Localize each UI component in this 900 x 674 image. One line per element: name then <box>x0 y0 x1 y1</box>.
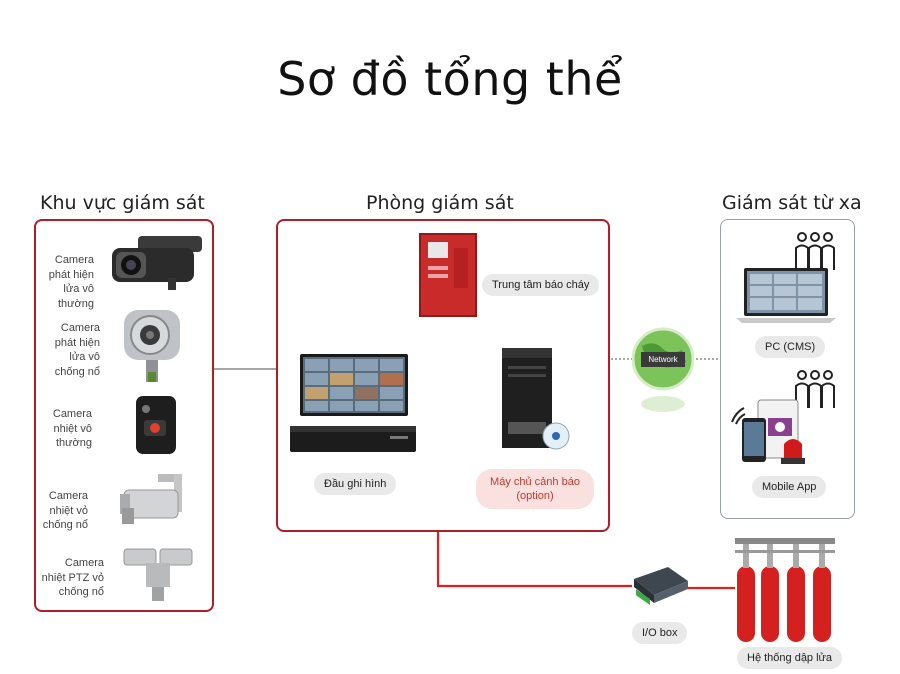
section-title-control-room: Phòng giám sát <box>366 192 514 214</box>
bullet-camera-icon <box>108 232 206 294</box>
camera-label-thermal-standard: Camera nhiệt vô thường <box>52 408 92 449</box>
pc-cms-label: PC (CMS) <box>755 336 826 358</box>
fire-center-label: Trung tâm báo cháy <box>482 274 600 296</box>
thermal-camera-icon <box>134 394 178 456</box>
fire-alarm-panel-icon <box>418 232 478 318</box>
alarm-server-tower-icon <box>500 344 570 452</box>
ptz-camera-icon <box>120 543 196 605</box>
alarm-siren-icon <box>780 432 806 466</box>
users-group-icon <box>790 230 840 274</box>
camera-label-fire-standard: Camera phát hiện lửa vô thường <box>48 254 94 310</box>
camera-label-thermal-ptz: Camera nhiệt PTZ vỏ chống nổ <box>41 557 104 598</box>
alarm-server-label: Máy chủ cảnh báo (option) <box>476 469 594 509</box>
io-box-label: I/O box <box>632 622 688 644</box>
monitoring-area-panel <box>34 219 214 612</box>
video-wall-monitor-icon <box>300 354 408 420</box>
alarm-server-label-line1: Máy chủ cảnh báo <box>490 476 580 488</box>
page-title: Sơ đồ tổng thể <box>277 52 623 106</box>
thermal-housing-camera-icon <box>118 472 190 530</box>
fire-suppression-cylinders-icon <box>733 536 837 644</box>
camera-label-thermal-explosion-proof: Camera nhiệt vỏ chống nổ <box>42 490 88 531</box>
network-globe-icon <box>632 326 694 416</box>
mobile-app-icon <box>728 398 828 468</box>
laptop-cms-icon <box>736 266 836 324</box>
nvr-recorder-icon <box>290 422 418 456</box>
explosion-proof-camera-icon <box>120 306 186 386</box>
camera-label-fire-explosion-proof: Camera phát hiện lửa vô chống nổ <box>54 322 100 378</box>
users-group-icon <box>790 368 840 412</box>
mobile-app-label: Mobile App <box>752 476 827 498</box>
section-title-remote-monitoring: Giám sát từ xa <box>722 192 862 214</box>
section-title-monitoring-area: Khu vực giám sát <box>40 192 205 214</box>
network-label: Network <box>641 352 685 367</box>
recorder-label: Đầu ghi hình <box>314 473 397 495</box>
suppression-system-label: Hệ thống dập lửa <box>737 647 843 669</box>
alarm-server-label-line2: (option) <box>516 490 554 502</box>
io-box-icon <box>630 563 690 605</box>
